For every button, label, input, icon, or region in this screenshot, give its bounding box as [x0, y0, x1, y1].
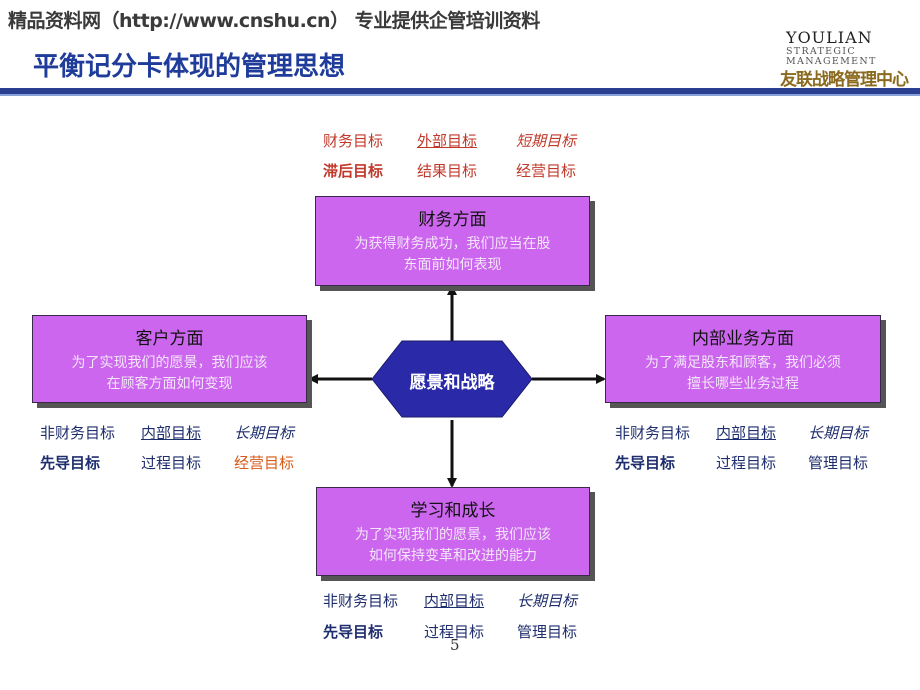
learning-label-4: 先导目标	[323, 623, 384, 641]
customer-label-6: 经营目标	[234, 454, 295, 472]
header-band-light	[0, 94, 920, 96]
customer-label-3: 长期目标	[234, 424, 295, 442]
internal-label-1: 非财务目标	[615, 424, 691, 442]
customer-label-2: 内部目标	[141, 424, 202, 442]
brand-logo: YOULIAN STRATEGIC MANAGEMENT 友联战略管理中心	[778, 28, 918, 90]
finance-label-2: 外部目标	[417, 132, 478, 150]
customer-desc-line-1: 为了实现我们的愿景，我们应该	[71, 355, 268, 371]
finance-desc-line-2: 东面前如何表现	[403, 257, 502, 273]
finance-title: 财务方面	[418, 210, 487, 230]
customer-label-1: 非财务目标	[40, 424, 116, 442]
internal-label-4: 先导目标	[615, 454, 676, 472]
finance-label-3: 短期目标	[516, 132, 577, 150]
internal-desc-line-1: 为了满足股东和顾客，我们必须	[645, 355, 841, 371]
customer-title: 客户方面	[135, 329, 204, 349]
internal-label-5: 过程目标	[716, 454, 777, 472]
internal-box: 内部业务方面 为了满足股东和顾客，我们必须 擅长哪些业务过程	[605, 315, 881, 403]
learning-label-3: 长期目标	[517, 592, 578, 610]
internal-desc-line-2: 擅长哪些业务过程	[687, 376, 799, 392]
finance-label-6: 经营目标	[516, 162, 577, 180]
learning-label-5: 过程目标	[424, 623, 485, 641]
learning-label-1: 非财务目标	[323, 592, 399, 610]
finance-label-5: 结果目标	[417, 162, 478, 180]
brand-line-1: YOULIAN	[786, 28, 873, 47]
finance-label-1: 财务目标	[323, 132, 384, 150]
internal-label-6: 管理目标	[808, 454, 869, 472]
brand-chinese: 友联战略管理中心	[780, 70, 909, 90]
learning-box: 学习和成长 为了实现我们的愿景，我们应该 如何保持变革和改进的能力	[316, 487, 590, 576]
finance-desc-line-1: 为获得财务成功，我们应当在股	[354, 236, 551, 252]
page-number: 5	[450, 636, 460, 654]
customer-label-5: 过程目标	[141, 454, 202, 472]
internal-label-3: 长期目标	[808, 424, 869, 442]
internal-title: 内部业务方面	[692, 329, 794, 349]
vision-strategy-label: 愿景和战略	[409, 373, 495, 393]
customer-desc-line-2: 在顾客方面如何变现	[106, 376, 233, 392]
customer-box: 客户方面 为了实现我们的愿景，我们应该 在顾客方面如何变现	[32, 315, 307, 403]
vision-hexagon	[371, 340, 533, 418]
learning-desc-line-1: 为了实现我们的愿景，我们应该	[355, 527, 551, 543]
brand-line-2: STRATEGIC	[786, 46, 856, 57]
learning-desc-line-2: 如何保持变革和改进的能力	[369, 548, 537, 564]
finance-label-4: 滞后目标	[323, 162, 384, 180]
learning-label-6: 管理目标	[517, 623, 578, 641]
watermark-text: 精品资料网（http://www.cnshu.cn） 专业提供企管培训资料	[8, 10, 540, 32]
header-band	[0, 88, 920, 94]
finance-box: 财务方面 为获得财务成功，我们应当在股 东面前如何表现	[315, 196, 590, 286]
customer-label-4: 先导目标	[40, 454, 101, 472]
internal-label-2: 内部目标	[716, 424, 777, 442]
learning-label-2: 内部目标	[424, 592, 485, 610]
learning-title: 学习和成长	[410, 501, 496, 521]
brand-line-3: MANAGEMENT	[786, 56, 877, 67]
page-title: 平衡记分卡体现的管理思想	[33, 52, 346, 82]
